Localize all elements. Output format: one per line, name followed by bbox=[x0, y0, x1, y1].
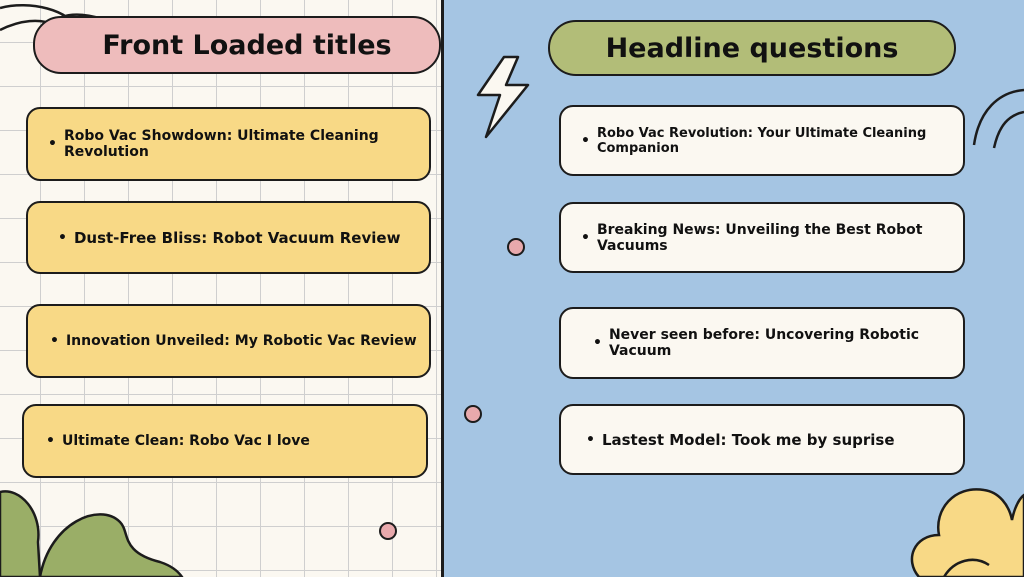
headline-card: • Never seen before: Uncovering Robotic … bbox=[559, 307, 965, 379]
section-title: Headline questions bbox=[605, 32, 899, 64]
blue-panel bbox=[444, 0, 1024, 577]
pink-dot-icon bbox=[464, 405, 482, 423]
bullet-icon: • bbox=[581, 229, 590, 246]
arc-lines-icon bbox=[972, 88, 1024, 149]
bullet-icon: • bbox=[58, 229, 67, 246]
card-label: Breaking News: Unveiling the Best Robot … bbox=[596, 221, 923, 254]
card-label: Robo Vac Revolution: Your Ultimate Clean… bbox=[596, 125, 927, 156]
card-label: Ultimate Clean: Robo Vac I love bbox=[61, 433, 310, 449]
headline-card: • Lastest Model: Took me by suprise bbox=[559, 404, 965, 475]
front-loaded-titles-header: Front Loaded titles bbox=[33, 16, 441, 74]
card-label: Robo Vac Showdown: Ultimate Cleaning Rev… bbox=[63, 128, 379, 160]
pink-dot-icon bbox=[507, 238, 525, 256]
title-card: • Innovation Unveiled: My Robotic Vac Re… bbox=[26, 304, 431, 378]
bullet-icon: • bbox=[593, 335, 602, 351]
title-card: • Dust-Free Bliss: Robot Vacuum Review bbox=[26, 201, 431, 274]
bullet-icon: • bbox=[46, 433, 55, 449]
bullet-icon: • bbox=[48, 136, 57, 152]
bullet-icon: • bbox=[50, 333, 59, 349]
card-label: Innovation Unveiled: My Robotic Vac Revi… bbox=[65, 333, 417, 349]
title-card: • Robo Vac Showdown: Ultimate Cleaning R… bbox=[26, 107, 431, 181]
grid-panel bbox=[0, 0, 443, 577]
headline-card: • Breaking News: Unveiling the Best Robo… bbox=[559, 202, 965, 273]
bullet-icon: • bbox=[586, 431, 595, 448]
section-title: Front Loaded titles bbox=[102, 29, 392, 61]
leaf-shape-icon bbox=[0, 490, 184, 577]
headline-questions-header: Headline questions bbox=[548, 20, 956, 76]
panel-divider bbox=[441, 0, 444, 577]
pink-dot-icon bbox=[379, 522, 397, 540]
card-label: Dust-Free Bliss: Robot Vacuum Review bbox=[73, 228, 401, 247]
flower-shape-icon bbox=[910, 488, 1024, 577]
card-label: Never seen before: Uncovering Robotic Va… bbox=[608, 327, 920, 359]
card-label: Lastest Model: Took me by suprise bbox=[601, 430, 895, 449]
lightning-bolt-icon bbox=[476, 55, 530, 139]
title-card: • Ultimate Clean: Robo Vac I love bbox=[22, 404, 428, 478]
bullet-icon: • bbox=[581, 132, 590, 149]
headline-card: • Robo Vac Revolution: Your Ultimate Cle… bbox=[559, 105, 965, 176]
